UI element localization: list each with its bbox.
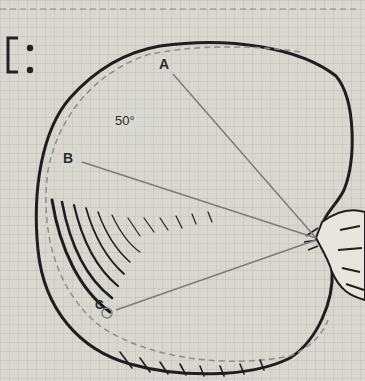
shading — [52, 200, 264, 376]
dot — [27, 45, 33, 51]
point-label: C — [93, 298, 106, 312]
point-label: B — [61, 150, 75, 166]
bracket — [8, 38, 18, 72]
fruit-outline — [36, 43, 352, 374]
ray-line — [82, 74, 316, 310]
stem — [304, 210, 365, 300]
angle-label: 50° — [113, 113, 137, 128]
dot — [27, 67, 33, 73]
point-label: A — [157, 56, 171, 72]
dashed-arc — [46, 47, 328, 361]
dashed-rule — [0, 8, 360, 9]
